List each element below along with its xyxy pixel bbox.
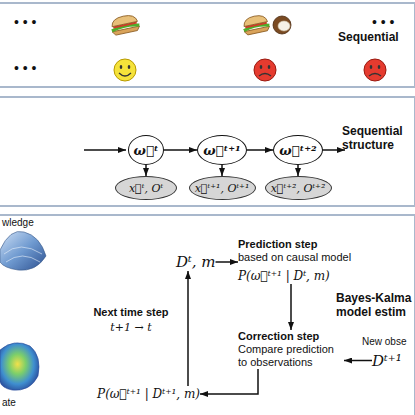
- flow-arrow: [164, 149, 197, 151]
- step-text: Prediction stepbased on causal modelP(ω⃗…: [238, 238, 351, 284]
- state-node: ω⃗ᵗ⁺¹: [197, 135, 247, 165]
- annotation: ate: [2, 397, 16, 409]
- flow-arrow: [344, 360, 372, 362]
- panel-band: Bayes-Kalma model estim Dᵗ, m Prediction s…: [0, 214, 415, 415]
- observation-symbol: x⃗ᵗ⁺¹, Oᵗ⁺¹: [195, 182, 250, 195]
- annotation: Next time step: [86, 306, 176, 319]
- step-text: Dᵗ⁺¹: [372, 352, 402, 370]
- annotation: • • •: [14, 60, 36, 77]
- panel-title: Sequential: [338, 30, 414, 44]
- belief-surface: [0, 231, 46, 270]
- observation-node: x⃗ᵗ⁺², Oᵗ⁺²: [265, 176, 332, 200]
- observation-symbol: x⃗ᵗ, Oᵗ: [129, 182, 163, 195]
- step-text: Correction stepCompare prediction to obs…: [238, 330, 344, 369]
- flow-arrow: [247, 149, 273, 151]
- flow-arrow: [216, 261, 239, 263]
- step-text: P(ω⃗ᵗ⁺¹ | Dᵗ⁺¹, m): [97, 386, 200, 402]
- state-symbol: ω⃗ᵗ⁺¹: [203, 143, 241, 158]
- flow-arrow: [221, 165, 223, 176]
- annotation: • • •: [14, 14, 36, 31]
- observation-node: x⃗ᵗ, Oᵗ: [115, 176, 177, 200]
- observation-symbol: x⃗ᵗ⁺², Oᵗ⁺²: [271, 182, 326, 195]
- flow-arrow: [297, 165, 299, 176]
- state-symbol: ω⃗ᵗ⁺²: [279, 143, 317, 158]
- state-symbol: ω⃗ᵗ: [134, 143, 159, 158]
- observation-node: x⃗ᵗ⁺¹, Oᵗ⁺¹: [189, 176, 256, 200]
- annotation: • • •: [372, 14, 394, 31]
- step-heading: Prediction step: [238, 238, 351, 251]
- flow-arrow: [145, 165, 147, 176]
- panel-band: Sequential structure ω⃗ᵗ ω⃗ᵗ⁺¹ ω⃗ᵗ⁺² x⃗ᵗ, Oᵗ…: [0, 96, 415, 207]
- chain-arrow: [84, 149, 126, 151]
- happy-face: [114, 59, 136, 81]
- annotation: wledge: [2, 217, 34, 229]
- flow-arrow: [290, 284, 292, 330]
- step-body: P(ω⃗ᵗ⁺¹ | Dᵗ⁺¹, m): [97, 386, 200, 402]
- panel-title: Sequential structure: [342, 124, 412, 152]
- step-heading: Correction step: [238, 330, 344, 343]
- belief-surface: [0, 343, 39, 390]
- step-body: Dᵗ, m: [176, 253, 216, 271]
- step-text: Dᵗ, m: [176, 253, 216, 271]
- flow-arrow: [187, 271, 189, 386]
- state-node: ω⃗ᵗ: [128, 135, 164, 165]
- step-body: based on causal model: [238, 251, 351, 264]
- step-body: P(ω⃗ᵗ⁺¹ | Dᵗ, m): [238, 268, 351, 284]
- panel-band: Sequential: [0, 2, 415, 88]
- step-body: Compare prediction to observations: [238, 343, 344, 369]
- flow-arrow: [200, 369, 258, 394]
- step-body: Dᵗ⁺¹: [372, 352, 402, 370]
- sad-face: [254, 59, 276, 81]
- annotation: t+1 → t: [86, 321, 176, 334]
- panel-title: Bayes-Kalma model estim: [336, 291, 414, 319]
- food-icon: [109, 13, 291, 35]
- state-node: ω⃗ᵗ⁺²: [273, 135, 323, 165]
- annotation: New obse: [362, 336, 406, 348]
- sad-face: [364, 59, 386, 81]
